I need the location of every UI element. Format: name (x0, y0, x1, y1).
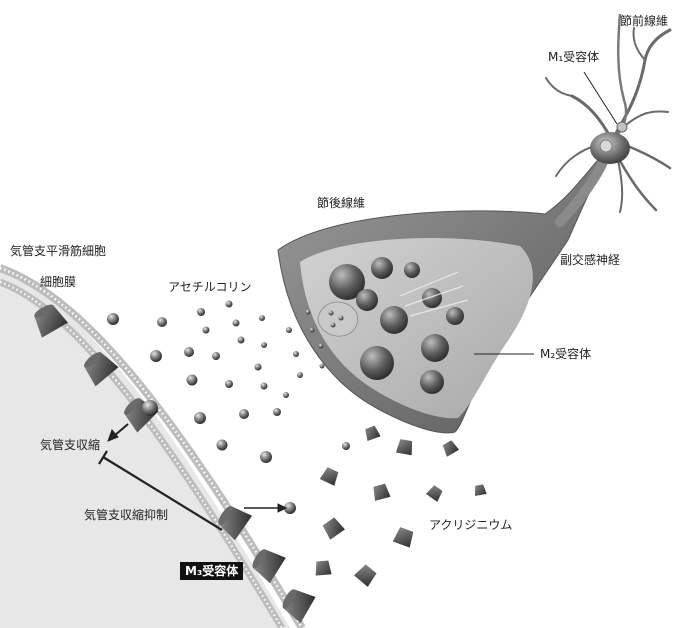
acetylcholine-molecule (184, 347, 194, 357)
aclidinium-molecule (393, 526, 415, 547)
acetylcholine-molecule (212, 352, 220, 360)
aclidinium-molecule (354, 563, 378, 587)
synaptic-vesicle (404, 262, 420, 278)
aclidinium-molecule (396, 439, 414, 456)
aclidinium-molecules (314, 425, 486, 587)
aclidinium-molecule (441, 439, 459, 456)
acetylcholine-molecule (260, 451, 272, 463)
synaptic-vesicle (421, 334, 449, 362)
preganglionic-fiber-label: 節前線維 (620, 14, 668, 28)
acetylcholine-molecule (286, 327, 292, 333)
m1-receptor-label: M₁受容体 (548, 50, 599, 64)
acetylcholine-molecule (107, 313, 119, 325)
m1-receptor-site (617, 122, 627, 132)
acetylcholine-molecule (197, 308, 205, 316)
acetylcholine-molecule (306, 310, 311, 315)
acetylcholine-label: アセチルコリン (168, 280, 252, 294)
acetylcholine-bound (142, 400, 158, 416)
synaptic-vesicle (422, 288, 442, 308)
aclidinium-molecule (426, 484, 444, 502)
acetylcholine-molecule (259, 315, 265, 321)
acetylcholine-molecule (194, 412, 206, 424)
bronchoconstriction-label: 気管支収縮 (40, 438, 100, 452)
acetylcholine-molecule (238, 337, 245, 344)
acetylcholine-molecule (157, 317, 167, 327)
acetylcholine-molecule (226, 301, 233, 308)
synaptic-vesicle (360, 346, 394, 380)
acetylcholine-molecule (342, 442, 350, 450)
synaptic-vesicle (446, 307, 464, 325)
acetylcholine-molecule (239, 409, 249, 419)
acetylcholine-molecule (203, 327, 210, 334)
acetylcholine-molecule (255, 364, 262, 371)
preganglionic-axon (618, 14, 626, 134)
m2-receptor-label: M₂受容体 (540, 347, 591, 361)
nucleus (600, 140, 612, 152)
aclidinium-molecule (321, 516, 345, 539)
acetylcholine-molecule (310, 328, 315, 333)
bronchoconstriction-inhibition-label: 気管支収縮抑制 (84, 508, 168, 522)
aclidinium-molecule (314, 560, 331, 575)
parasympathetic-neuron (546, 14, 670, 222)
acetylcholine-molecule (187, 375, 198, 386)
aclidinium-molecule (363, 425, 380, 441)
synaptic-vesicle (356, 289, 378, 311)
acetylcholine-molecule (225, 380, 233, 388)
smooth-muscle-cell-label: 気管支平滑筋細胞 (10, 244, 106, 258)
acetylcholine-molecule (150, 350, 162, 362)
aclidinium-label: アクリジニウム (429, 518, 512, 532)
axon (560, 160, 604, 222)
parasympathetic-nerve-label: 副交感神経 (560, 253, 620, 267)
aclidinium-molecule (371, 483, 390, 501)
acetylcholine-molecule (320, 364, 325, 369)
acetylcholine-molecule (217, 440, 228, 451)
acetylcholine-molecule (283, 392, 289, 398)
synaptic-vesicle (371, 257, 393, 279)
synaptic-vesicle (420, 370, 444, 394)
acetylcholine-molecule (293, 351, 299, 357)
acetylcholine-molecule (319, 344, 324, 349)
acetylcholine-molecule (273, 408, 281, 416)
m1-leader-line (584, 72, 617, 124)
acetylcholine-molecule (297, 372, 303, 378)
cell-membrane-label: 細胞膜 (40, 275, 76, 289)
aclidinium-molecule (473, 484, 487, 496)
postganglionic-fiber-label: 節後線維 (317, 196, 365, 210)
aclidinium-molecule (320, 466, 340, 485)
m3-receptor-label: M₃受容体 (180, 562, 243, 580)
acetylcholine-molecule (261, 383, 268, 390)
acetylcholine-molecule (233, 320, 240, 327)
synaptic-vesicle (380, 306, 408, 334)
fusing-vesicle (318, 302, 358, 336)
acetylcholine-molecule (261, 342, 267, 348)
